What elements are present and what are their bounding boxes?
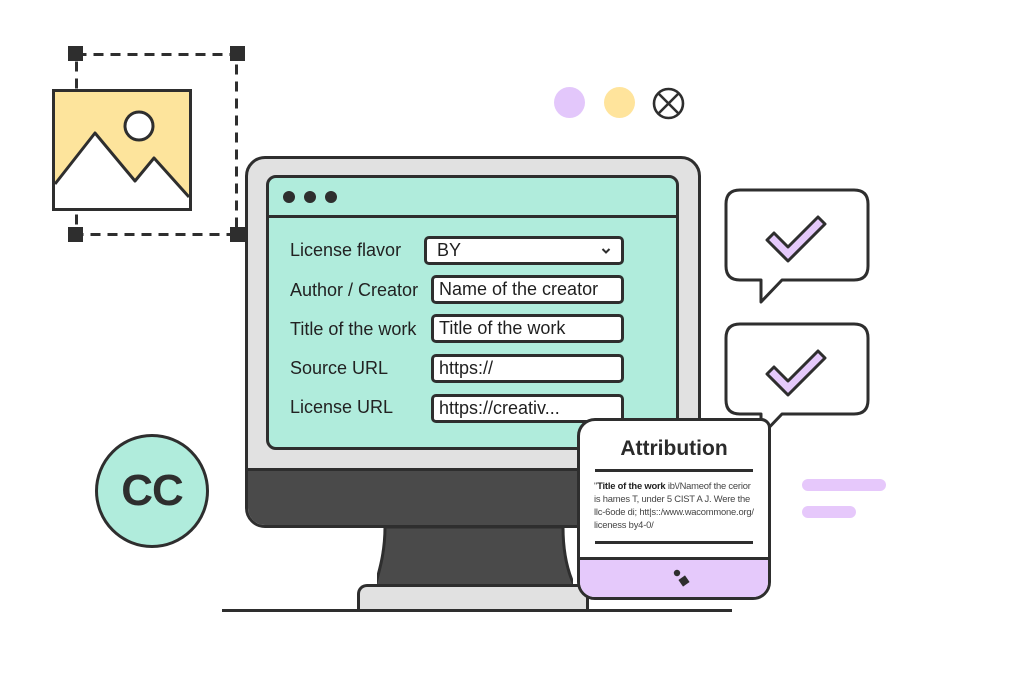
resize-handle-top-left[interactable]	[68, 46, 83, 61]
title-of-work-input[interactable]: Title of the work	[431, 314, 624, 343]
attribution-body: ib\/Nameof the cerior is hames T, under …	[594, 480, 754, 530]
resize-handle-bottom-left[interactable]	[68, 227, 83, 242]
check-bubble-2	[724, 322, 900, 442]
attribution-footer	[580, 557, 768, 597]
license-url-input[interactable]: https://creativ...	[431, 394, 624, 423]
quote-mark: "	[594, 480, 598, 491]
source-url-label: Source URL	[290, 358, 389, 378]
license-url-label: License URL	[290, 397, 394, 417]
window-dot-3[interactable]	[325, 190, 337, 203]
license-flavor-select[interactable]: BY	[424, 236, 624, 265]
attribution-logo-icon	[673, 569, 690, 587]
resize-handle-top-right[interactable]	[230, 46, 245, 61]
yellow-dot	[604, 87, 635, 118]
monitor-stand-neck	[373, 525, 578, 589]
license-flavor-value: BY	[437, 240, 462, 260]
text-line-bar-2	[802, 506, 856, 518]
divider	[595, 469, 753, 472]
attribution-title: Attribution	[620, 437, 728, 460]
text-line-bar-1	[802, 479, 886, 491]
floor-line	[222, 609, 732, 612]
attribution-card: Attribution "Title of the work ib\/Nameo…	[577, 418, 771, 600]
check-bubble-1	[724, 188, 900, 308]
license-flavor-label: License flavor	[290, 240, 402, 260]
window-titlebar	[269, 178, 676, 218]
source-url-input[interactable]: https://	[431, 354, 624, 383]
close-circle-icon[interactable]	[652, 87, 685, 120]
window-dot-2[interactable]	[304, 190, 316, 203]
title-of-work-label: Title of the work	[290, 319, 417, 339]
author-creator-input[interactable]: Name of the creator	[431, 275, 624, 304]
creative-commons-badge: CC	[95, 434, 209, 548]
monitor-stand-base	[357, 584, 589, 612]
attribution-text[interactable]: "Title of the work ib\/Nameof the cerior…	[594, 479, 756, 531]
image-icon	[52, 89, 192, 211]
chevron-down-icon	[601, 247, 611, 254]
window-dot-1[interactable]	[283, 190, 295, 203]
resize-handle-bottom-right[interactable]	[230, 227, 245, 242]
purple-dot	[554, 87, 585, 118]
attribution-work-title: Title of the work	[597, 480, 666, 491]
divider	[595, 541, 753, 544]
author-creator-label: Author / Creator	[290, 280, 419, 300]
